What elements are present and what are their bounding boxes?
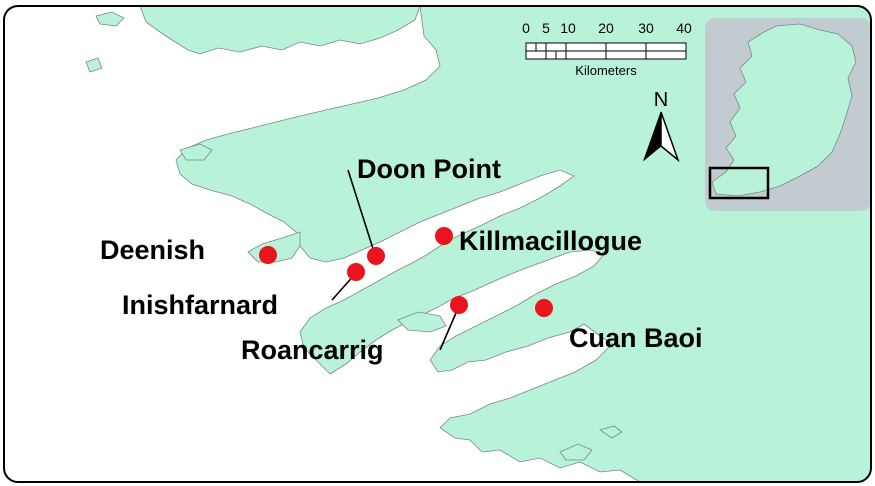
site-label-deenish: Deenish bbox=[100, 235, 205, 265]
study-area-box bbox=[708, 166, 770, 200]
island-3 bbox=[559, 443, 593, 461]
scale-tick-40: 40 bbox=[676, 20, 692, 36]
north-label: N bbox=[654, 89, 668, 111]
site-marker-killmacillogue bbox=[435, 227, 453, 245]
site-label-killmacillogue: Killmacillogue bbox=[459, 226, 642, 256]
scale-bar: 0 5 10 20 30 40 Kilometers bbox=[522, 20, 692, 78]
scale-unit: Kilometers bbox=[575, 63, 637, 78]
map-frame bbox=[3, 5, 872, 483]
mainland bbox=[175, 6, 871, 482]
scale-tick-20: 20 bbox=[598, 20, 614, 36]
ireland-locator-map-icon bbox=[711, 23, 857, 197]
north-arrow: N bbox=[642, 89, 680, 163]
island-1 bbox=[397, 311, 447, 333]
north-west-islet bbox=[85, 57, 103, 73]
site-marker-roancarrig bbox=[450, 296, 468, 314]
site-label-roancarrig: Roancarrig bbox=[241, 335, 384, 365]
site-label-inishfarnard: Inishfarnard bbox=[122, 290, 278, 320]
island-2 bbox=[179, 143, 213, 161]
scale-tick-30: 30 bbox=[638, 20, 654, 36]
site-marker-deenish bbox=[259, 246, 277, 264]
site-markers bbox=[259, 227, 553, 317]
site-label-doon-point: Doon Point bbox=[357, 154, 501, 184]
inset-map bbox=[705, 18, 871, 211]
landmass bbox=[85, 6, 871, 482]
site-labels: Deenish Doon Point Killmacillogue Inishf… bbox=[100, 154, 703, 365]
island-4 bbox=[599, 425, 623, 439]
scale-tick-5: 5 bbox=[542, 20, 550, 36]
site-marker-doon-point bbox=[367, 247, 385, 265]
scale-tick-0: 0 bbox=[522, 20, 530, 36]
site-marker-inishfarnard bbox=[347, 263, 365, 281]
north-islet bbox=[95, 11, 125, 27]
north-coast-land bbox=[139, 6, 421, 55]
scale-tick-10: 10 bbox=[560, 20, 576, 36]
site-marker-cuan-baoi bbox=[535, 299, 553, 317]
site-label-cuan-baoi: Cuan Baoi bbox=[569, 323, 703, 353]
